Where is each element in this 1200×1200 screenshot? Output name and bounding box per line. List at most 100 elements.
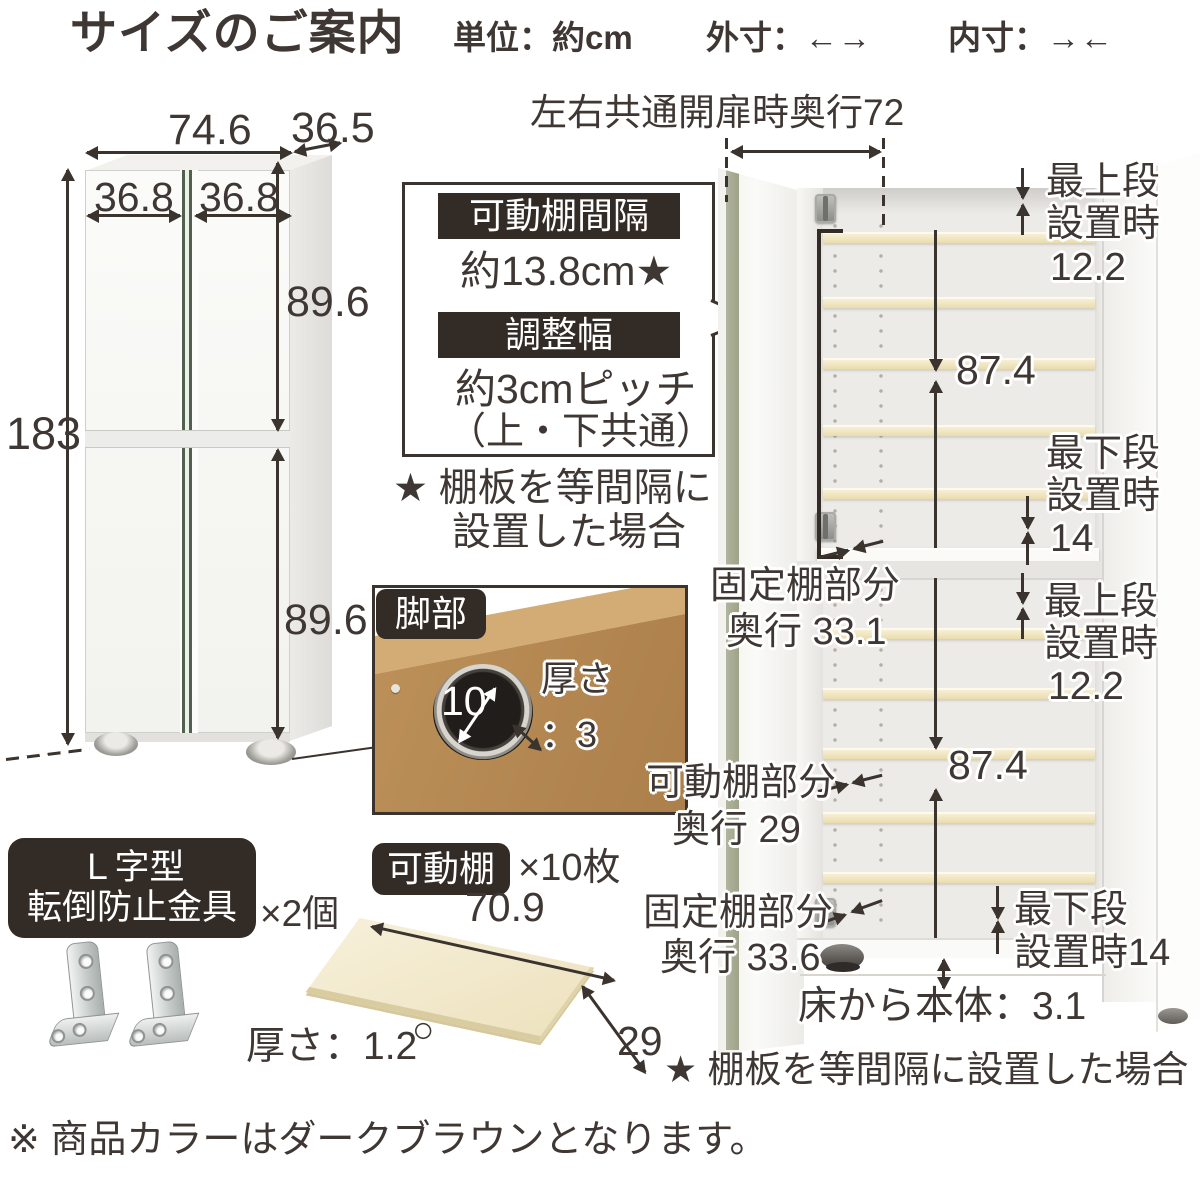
leg-diameter-value: 10 xyxy=(441,678,487,724)
upper-span-arrow-top xyxy=(934,230,937,370)
left-door-width-value: 36.8 xyxy=(94,174,174,220)
open-depth-arrow xyxy=(732,150,880,153)
board-screw xyxy=(391,684,400,693)
adjust-width-label: 調整幅 xyxy=(438,312,680,358)
movable-shelf-board xyxy=(823,297,1095,308)
lower-bottom-gap-line2: 設置時14 xyxy=(1014,932,1171,974)
fixed-upper-depth-line2: 奥行 33.1 xyxy=(726,611,887,653)
floor-dashed-line xyxy=(5,747,90,761)
front-width-value: 74.6 xyxy=(168,106,252,154)
anti-tip-label-line1: Ｌ字型 xyxy=(79,847,185,887)
shelf-pin-holes xyxy=(833,224,837,546)
l-bracket xyxy=(116,938,219,1072)
movable-shelf-count: ×10枚 xyxy=(518,847,621,889)
upper-bottom-gap-line2: 設置時 xyxy=(1046,475,1161,517)
leg-thickness-line2: ：3 xyxy=(541,714,598,755)
shelf-pin-holes xyxy=(879,588,883,933)
star-note-line2: 設置した場合 xyxy=(452,511,687,554)
shelf-board xyxy=(305,917,595,1043)
lower-top-gap-arrow-down xyxy=(1021,573,1024,603)
front-width-arrow xyxy=(87,151,291,154)
shelf-thickness-value: 厚さ：1.2 xyxy=(246,1025,418,1068)
movable-shelf-board xyxy=(823,628,1095,639)
front-right-foot xyxy=(246,739,296,765)
info-box-pointer-gap xyxy=(710,301,717,335)
left-door-width-arrow xyxy=(88,214,180,217)
open-depth-label: 左右共通開扉時奥行72 xyxy=(530,92,905,133)
movable-shelf-board xyxy=(823,688,1095,699)
lower-top-gap-line1: 最上段 xyxy=(1044,581,1159,623)
floor-gap-label: 床から本体：3.1 xyxy=(798,985,1087,1028)
front-left-foot xyxy=(94,732,138,756)
upper-bottom-gap-arrow-up xyxy=(1026,533,1029,565)
upper-span-arrow-bottom xyxy=(934,382,937,548)
open-right-door-outer xyxy=(1156,152,1200,1032)
leg-thickness-line1: 厚さ xyxy=(541,658,614,699)
fixed-upper-depth-line1: 固定棚部分 xyxy=(710,565,901,607)
front-cabinet-side-panel xyxy=(290,155,332,741)
front-depth-value: 36.5 xyxy=(291,104,375,152)
adjust-width-note: （上・下共通） xyxy=(448,411,715,453)
lower-bottom-gap-line1: 最下段 xyxy=(1014,889,1129,931)
open-view-foot-base xyxy=(826,962,860,972)
inner-dim-legend: 内寸：→← xyxy=(948,19,1113,56)
upper-height-value: 89.6 xyxy=(286,278,370,326)
right-door-width-arrow xyxy=(196,214,290,217)
leg-foot-disc xyxy=(433,664,533,760)
leg-photo-frame: 10 xyxy=(372,585,688,815)
upper-top-gap-arrow-up xyxy=(1021,205,1024,235)
floor-line xyxy=(800,974,1106,976)
movable-shelf-board xyxy=(823,425,1095,436)
lower-height-arrow xyxy=(276,450,279,738)
movable-shelf-board xyxy=(823,748,1095,759)
upper-top-gap-line2: 設置時 xyxy=(1046,203,1161,245)
total-height-arrow xyxy=(66,170,69,744)
right-door-width-value: 36.8 xyxy=(199,174,279,220)
open-left-door xyxy=(718,168,804,1054)
unit-note: 単位：約cm xyxy=(453,19,633,56)
upper-top-gap-arrow-down xyxy=(1021,168,1024,198)
shelf-pin-holes xyxy=(833,588,837,933)
anti-tip-label-line2: 転倒防止金具 xyxy=(26,888,237,927)
total-height-value: 183 xyxy=(6,408,82,459)
movable-shelf-board xyxy=(823,872,1095,883)
fixed-shelf-lower xyxy=(797,938,1107,958)
lower-span-arrow-top xyxy=(934,578,937,748)
leg-label: 脚部 xyxy=(376,589,486,639)
lower-bottom-gap-arrow-up xyxy=(996,922,999,954)
fixed-lower-depth-line1: 固定棚部分 xyxy=(643,892,834,934)
lower-span-value: 87.4 xyxy=(948,742,1028,788)
movable-shelf-board xyxy=(823,232,1095,243)
range-bracket-line xyxy=(817,229,821,559)
upper-span-value: 87.4 xyxy=(956,347,1036,393)
shelf-depth-value: 29 xyxy=(617,1018,663,1064)
star-note-line1: ★ 棚板を等間隔に xyxy=(393,467,712,510)
movable-depth-line2: 奥行 29 xyxy=(672,809,801,851)
right-door-foot xyxy=(1158,1008,1188,1024)
lower-span-arrow-bottom xyxy=(934,790,937,938)
movable-shelf-board xyxy=(823,812,1095,823)
movable-shelf-label: 可動棚 xyxy=(372,843,510,895)
open-right-door-inner xyxy=(1102,190,1156,1002)
lower-height-value: 89.6 xyxy=(284,596,368,644)
upper-top-gap-value: 12.2 xyxy=(1050,246,1126,289)
movable-depth-line1: 可動棚部分 xyxy=(646,762,837,804)
cabinet-interior xyxy=(797,188,1107,958)
anti-tip-count: ×2個 xyxy=(260,893,340,934)
shelf-footnote-marker: ○ xyxy=(412,1009,435,1050)
movable-shelf-board xyxy=(823,488,1095,499)
door-edge-strip xyxy=(726,168,739,1050)
range-bracket-top xyxy=(817,229,843,233)
shelf-pin-holes xyxy=(879,224,883,546)
upper-top-gap-line1: 最上段 xyxy=(1046,161,1161,203)
door-handle-strips xyxy=(180,170,198,733)
upper-bottom-gap-arrow-down xyxy=(1026,496,1029,528)
shelf-width-value: 70.9 xyxy=(465,884,545,930)
lower-bottom-gap-arrow-down xyxy=(996,886,999,918)
front-cabinet-divider xyxy=(85,430,290,448)
front-cabinet-bottom-edge xyxy=(85,733,290,742)
outer-dim-legend: 外寸：←→ xyxy=(706,19,871,56)
equal-spacing-note: ★ 棚板を等間隔に設置した場合 xyxy=(664,1049,1189,1090)
upper-height-arrow xyxy=(276,163,279,430)
